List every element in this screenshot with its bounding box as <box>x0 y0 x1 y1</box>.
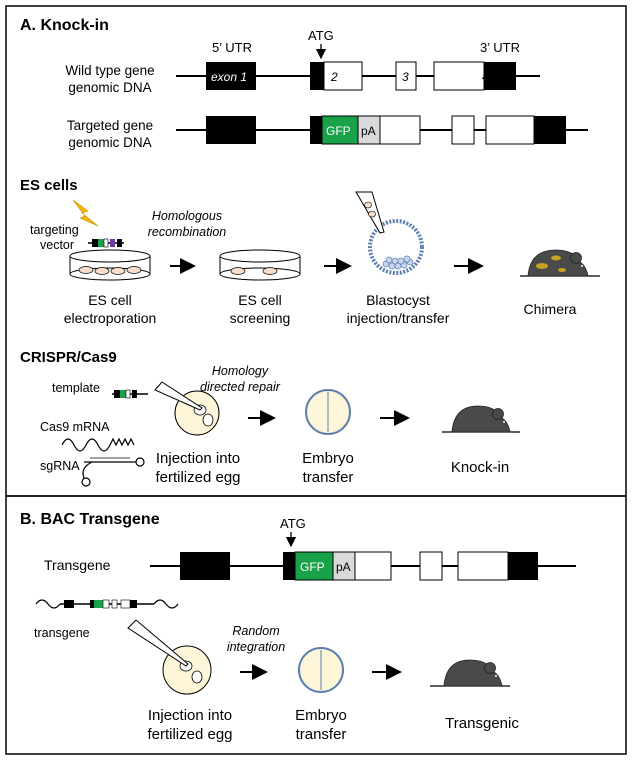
ri-label-2: integration <box>227 640 285 654</box>
small-transgene-icon <box>35 599 179 609</box>
targeting-label: targeting <box>30 223 79 237</box>
embryo-b <box>298 647 344 693</box>
hdr-label: Homology <box>212 364 269 378</box>
tb-gfp-label: GFP <box>300 560 325 574</box>
tg-exon-2 <box>379 115 421 145</box>
es-step1-label: ES cell <box>88 292 132 308</box>
tg-exon-4 <box>485 115 535 145</box>
wt-gene-label-2: genomic DNA <box>68 80 151 95</box>
hr-label-2: recombination <box>148 225 227 239</box>
bac-step1-label: Injection into <box>148 707 232 724</box>
es-title: ES cells <box>20 177 78 194</box>
crispr-title: CRISPR/Cas9 <box>20 349 117 366</box>
template-dna-icon <box>112 389 148 399</box>
transgenic-mouse-icon <box>430 659 510 687</box>
hr-label: Homologous <box>152 209 222 223</box>
sgrna-icon <box>81 457 145 487</box>
tb-exon-2-utr <box>283 552 295 580</box>
targeting-vector-icon <box>88 238 124 248</box>
crispr-step3-label: Knock-in <box>451 459 509 476</box>
es-step3-label-2: injection/transfer <box>347 310 450 326</box>
wt-exon-3 <box>395 61 417 91</box>
wt-exon-2-label: 2 <box>330 70 338 84</box>
es-step3-label: Blastocyst <box>366 292 430 308</box>
tb-exon-1 <box>180 552 230 580</box>
utr5-label: 5’ UTR <box>212 40 252 55</box>
crispr-step1-label-2: fertilized egg <box>155 469 240 486</box>
tb-exon-2 <box>354 551 392 581</box>
hdr-label-2: directed repair <box>200 380 281 394</box>
cas9-label: Cas9 mRNA <box>40 420 110 434</box>
wt-exon-2 <box>323 61 363 91</box>
targeted-gene-label-2: genomic DNA <box>68 135 151 150</box>
tg-gfp-box <box>321 115 359 145</box>
bac-step2-label-2: transfer <box>296 726 347 743</box>
bac-step3-label: Transgenic <box>445 715 519 732</box>
sgrna-label: sgRNA <box>40 459 80 473</box>
crispr-step2-label-2: transfer <box>303 469 354 486</box>
panel-b-frame <box>5 495 627 755</box>
wt-gene-label: Wild type gene <box>65 63 154 78</box>
template-label: template <box>52 381 100 395</box>
embryo-a <box>305 389 351 435</box>
tb-exon-3 <box>419 551 443 581</box>
tg-pa-label: pA <box>361 124 376 138</box>
tb-exon-4-utr <box>508 552 538 580</box>
injection-pipette-icon <box>355 191 385 234</box>
bac-pipette-icon <box>127 619 189 667</box>
tg-exon-3 <box>451 115 475 145</box>
tg-exon-4-utr <box>534 116 566 144</box>
atg-label-a: ATG <box>308 28 334 43</box>
es-step4-label: Chimera <box>524 301 577 317</box>
utr3-label: 3’ UTR <box>480 40 520 55</box>
bac-step1-label-2: fertilized egg <box>147 726 232 743</box>
tg-gfp-label: GFP <box>326 124 351 138</box>
es-step2-label-2: screening <box>230 310 291 326</box>
petri-dish-1 <box>69 249 151 281</box>
targeting-label-2: vector <box>40 238 74 252</box>
chimera-mouse-icon <box>520 249 600 277</box>
wt-exon-2-utr <box>310 62 324 90</box>
tg-exon-2-utr <box>310 116 322 144</box>
petri-dish-2 <box>219 249 301 281</box>
tb-gfp-box <box>294 551 334 581</box>
crispr-step1-label: Injection into <box>156 450 240 467</box>
atg-label-b: ATG <box>280 516 306 531</box>
es-step1-label-2: electroporation <box>64 310 157 326</box>
tb-pa-label: pA <box>336 560 351 574</box>
bac-step2-label: Embryo <box>295 707 347 724</box>
lightning-bolt-icon <box>72 199 99 227</box>
wt-exon-4 <box>433 61 485 91</box>
crispr-step2-label: Embryo <box>302 450 354 467</box>
wt-exon-1 <box>206 62 256 90</box>
tg-exon-1 <box>206 116 256 144</box>
panel-a-title: A. Knock-in <box>20 17 109 34</box>
wt-exon-3-label: 3 <box>402 70 409 84</box>
ri-label: Random <box>232 624 279 638</box>
wt-exon-1-label: exon 1 <box>211 70 247 84</box>
transgene-small-label: transgene <box>34 626 90 640</box>
targeted-gene-label: Targeted gene <box>67 118 153 133</box>
blastocyst <box>368 219 424 275</box>
crispr-pipette-icon <box>154 381 203 411</box>
cas9-mrna-icon <box>61 437 135 452</box>
knockin-mouse-icon <box>442 405 520 433</box>
transgene-label: Transgene <box>44 557 111 573</box>
wt-exon-4-utr <box>484 62 516 90</box>
es-step2-label: ES cell <box>238 292 282 308</box>
tb-exon-4 <box>457 551 509 581</box>
panel-b-title: B. BAC Transgene <box>20 511 160 528</box>
